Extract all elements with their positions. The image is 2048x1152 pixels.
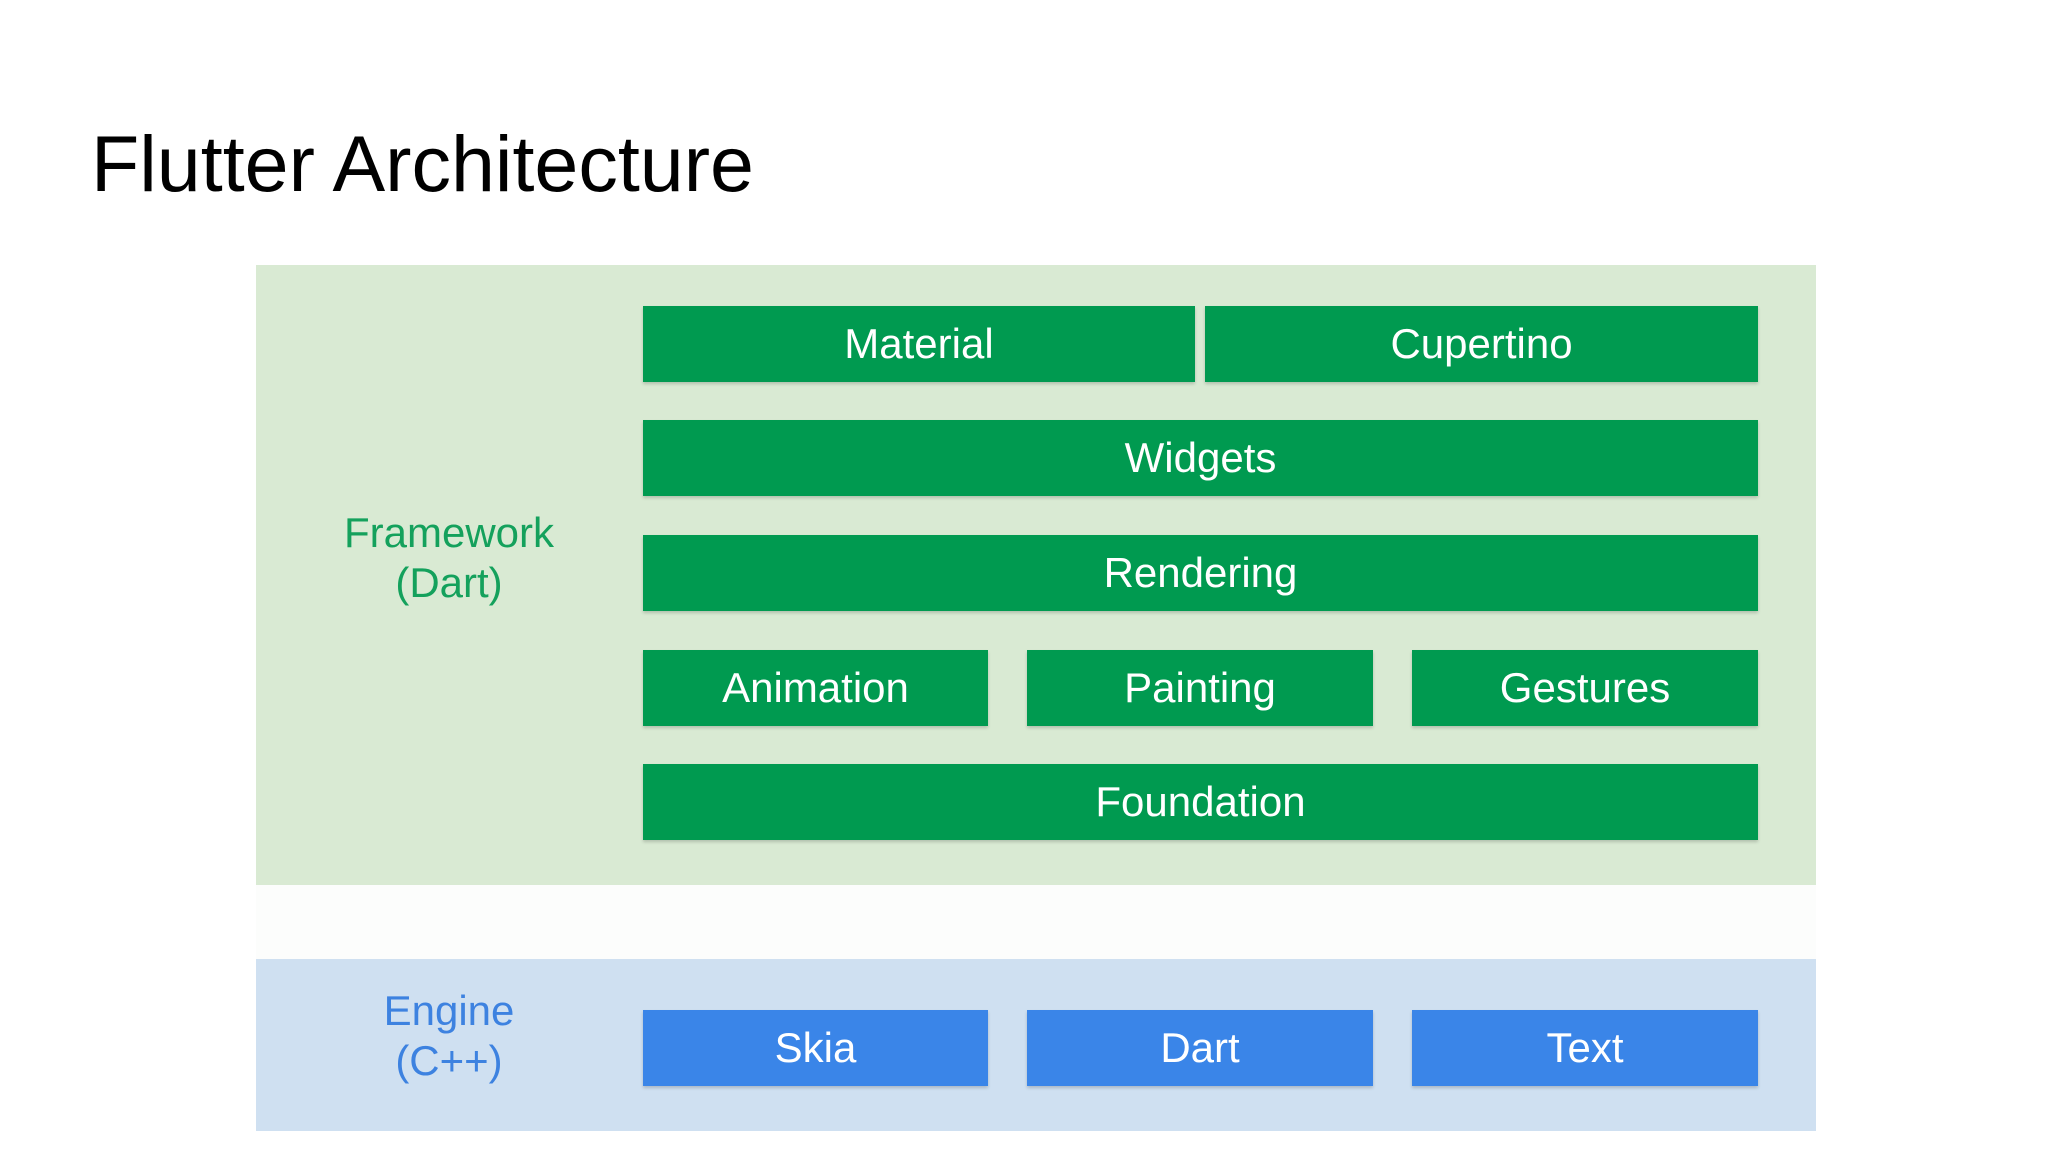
engine-label-language: (C++) [395, 1037, 503, 1084]
framework-label-name: Framework [343, 509, 555, 556]
animation-block: Animation [643, 650, 988, 726]
slide-title: Flutter Architecture [91, 119, 754, 208]
cupertino-block: Cupertino [1205, 306, 1758, 382]
dart-block: Dart [1027, 1010, 1373, 1086]
painting-block: Painting [1027, 650, 1373, 726]
engine-label: Engine (C++) [316, 986, 582, 1086]
framework-label: Framework (Dart) [316, 508, 582, 608]
text-block: Text [1412, 1010, 1758, 1086]
gestures-block: Gestures [1412, 650, 1758, 726]
rendering-block: Rendering [643, 535, 1758, 611]
engine-label-name: Engine [383, 987, 515, 1034]
layer-separator [256, 885, 1816, 959]
material-block: Material [643, 306, 1195, 382]
framework-label-language: (Dart) [395, 559, 503, 606]
widgets-block: Widgets [643, 420, 1758, 496]
foundation-block: Foundation [643, 764, 1758, 840]
skia-block: Skia [643, 1010, 988, 1086]
